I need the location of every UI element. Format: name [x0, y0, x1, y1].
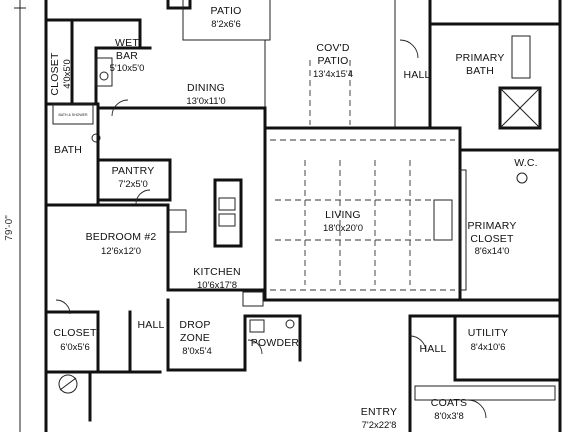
patio-area [166, 0, 396, 128]
room-labels: PATIO 8'2x6'6 COV'D PATIO 13'4x15'4 CLOS… [49, 5, 538, 431]
kitchen-name: KITCHEN [193, 266, 241, 278]
utility-dims: 8'4x10'6 [471, 342, 506, 353]
garage-area [58, 374, 78, 394]
closet-upper-name: CLOSET [49, 52, 61, 96]
drop-zone-name-2: ZONE [180, 332, 210, 344]
bedroom2-name: BEDROOM #2 [86, 231, 157, 243]
powder-name: POWDER [251, 337, 300, 349]
wet-bar-dims: 5'10x5'0 [110, 63, 145, 74]
overall-dimension-label: 79'-0" [4, 215, 15, 241]
wc-name: W.C. [514, 157, 538, 169]
living-area [263, 126, 462, 302]
closet-upper-dims: 4'0x5'0 [62, 59, 73, 89]
primary-suite [428, 0, 562, 302]
dining-dims: 13'0x11'0 [186, 96, 225, 107]
entry-name: ENTRY [361, 406, 397, 418]
coats-name: COATS [431, 397, 467, 409]
primary-closet-name-2: CLOSET [470, 233, 514, 245]
living-dims: 18'0x20'0 [323, 223, 363, 234]
wet-bar-name: WET [115, 37, 139, 49]
bedroom-area [44, 203, 170, 374]
covd-patio-name: COV'D [316, 42, 350, 54]
drop-zone-powder [166, 298, 302, 372]
patio-dims: 8'2x6'6 [211, 19, 241, 30]
patio-name: PATIO [211, 5, 242, 17]
primary-closet-name: PRIMARY [467, 220, 516, 232]
coats-dims: 8'0x3'8 [434, 411, 464, 422]
closet-lower-name: CLOSET [53, 327, 97, 339]
doors [55, 39, 487, 419]
bath-tub-label: BATH & SHOWER [58, 113, 88, 117]
upper-left-cluster: BATH & SHOWER [44, 18, 172, 207]
hall-right-name: HALL [419, 343, 446, 355]
lower-right [408, 314, 562, 432]
kitchen-dims: 10'6x17'8 [197, 280, 237, 291]
living-name: LIVING [325, 209, 361, 221]
covd-patio-dims: 13'4x15'4 [313, 69, 353, 80]
drop-zone-name: DROP [179, 319, 210, 331]
primary-bath-name: PRIMARY [455, 52, 504, 64]
entry-dims: 7'2x22'8 [362, 420, 397, 431]
closet-lower-dims: 6'0x5'6 [60, 342, 90, 353]
primary-bath-name-2: BATH [466, 65, 494, 77]
pantry-dims: 7'2x5'0 [118, 179, 148, 190]
bath-name: BATH [54, 144, 82, 156]
hall-upper-name: HALL [403, 69, 430, 81]
dining-name: DINING [187, 82, 225, 94]
covd-patio-name-2: PATIO [318, 55, 349, 67]
drop-zone-dims: 8'0x5'4 [182, 346, 212, 357]
primary-closet-dims: 8'6x14'0 [475, 246, 510, 257]
utility-name: UTILITY [468, 327, 509, 339]
bedroom2-dims: 12'6x12'0 [101, 246, 141, 257]
wet-bar-name-2: BAR [116, 50, 138, 62]
hall-left-name: HALL [137, 319, 164, 331]
overall-dimension-line: 79'-0" [4, 0, 26, 432]
pantry-name: PANTRY [112, 165, 155, 177]
